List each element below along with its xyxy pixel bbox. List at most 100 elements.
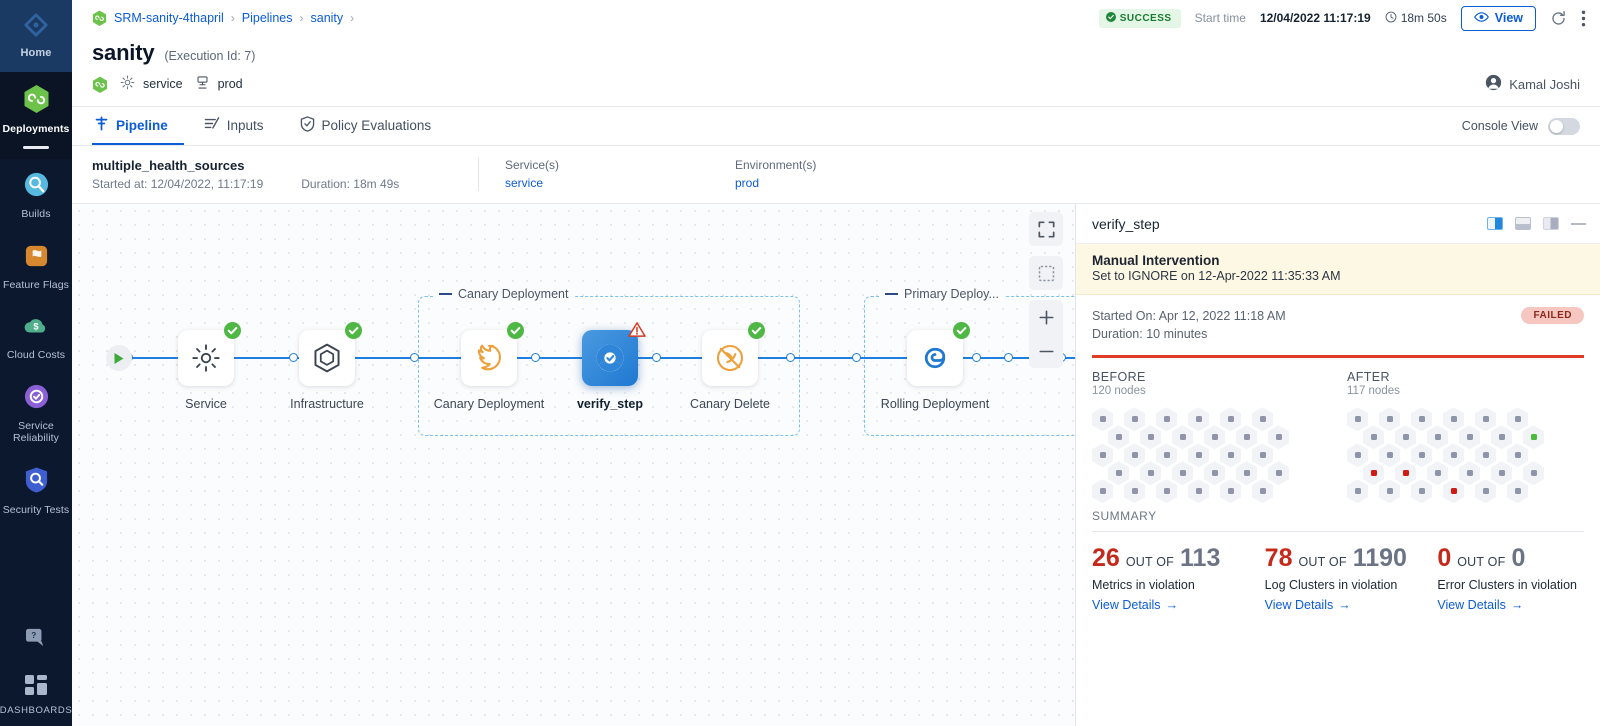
before-node-grid[interactable] <box>1092 407 1329 504</box>
node-hex[interactable] <box>1379 443 1400 468</box>
services-value[interactable]: service <box>505 176 544 190</box>
node-hex[interactable] <box>1347 479 1368 504</box>
node-hex[interactable] <box>1379 407 1400 432</box>
node-hex[interactable] <box>1411 479 1432 504</box>
view-details-link[interactable]: View Details→ <box>1265 598 1351 612</box>
node-hex[interactable] <box>1443 479 1464 504</box>
node-hex[interactable] <box>1268 425 1289 450</box>
node-hex[interactable] <box>1188 479 1209 504</box>
node-hex[interactable] <box>1411 407 1432 432</box>
breadcrumb-item-project[interactable]: SRM-sanity-4thapril <box>114 11 224 25</box>
node-hex[interactable] <box>1204 425 1225 450</box>
fullscreen-icon[interactable] <box>1029 212 1063 246</box>
sidebar-item-builds[interactable]: Builds <box>0 159 72 230</box>
breadcrumb-item-pipelines[interactable]: Pipelines <box>241 11 293 25</box>
node-hex[interactable] <box>1491 425 1512 450</box>
node-hex[interactable] <box>1459 425 1480 450</box>
help-chat-button[interactable]: ? <box>0 616 72 663</box>
zoom-out-icon[interactable] <box>1029 334 1063 368</box>
node-hex[interactable] <box>1475 407 1496 432</box>
pipeline-node-infrastructure[interactable] <box>299 330 355 386</box>
sidebar-item-feature-flags[interactable]: Feature Flags <box>0 230 72 301</box>
node-hex[interactable] <box>1124 479 1145 504</box>
node-hex[interactable] <box>1156 479 1177 504</box>
node-hex[interactable] <box>1252 407 1273 432</box>
more-vertical-icon[interactable] <box>1581 10 1586 27</box>
node-hex[interactable] <box>1172 425 1193 450</box>
node-hex[interactable] <box>1092 479 1113 504</box>
node-hex[interactable] <box>1523 461 1544 486</box>
node-hex[interactable] <box>1220 443 1241 468</box>
pipeline-node-verify-step[interactable] <box>582 330 638 386</box>
node-hex[interactable] <box>1475 479 1496 504</box>
environments-value[interactable]: prod <box>735 176 760 190</box>
node-hex[interactable] <box>1507 479 1528 504</box>
node-hex[interactable] <box>1411 443 1432 468</box>
sidebar-item-security-tests[interactable]: Security Tests <box>0 454 72 526</box>
node-hex[interactable] <box>1124 443 1145 468</box>
node-hex[interactable] <box>1236 425 1257 450</box>
breadcrumb-item-sanity[interactable]: sanity <box>310 11 344 25</box>
sidebar-item-service-reliability[interactable]: Service Reliability <box>0 371 72 454</box>
pipeline-node-canary-deployment[interactable] <box>461 330 517 386</box>
user-display[interactable]: Kamal Joshi <box>1485 74 1580 94</box>
view-button[interactable]: View <box>1460 5 1536 31</box>
node-hex[interactable] <box>1268 461 1289 486</box>
tab-policy-evaluations[interactable]: Policy Evaluations <box>298 107 448 145</box>
node-hex[interactable] <box>1363 461 1384 486</box>
minimize-icon[interactable]: — <box>1571 215 1586 232</box>
node-hex[interactable] <box>1252 443 1273 468</box>
node-hex[interactable] <box>1507 443 1528 468</box>
tab-pipeline[interactable]: Pipeline <box>92 107 184 145</box>
node-hex[interactable] <box>1188 443 1209 468</box>
node-hex[interactable] <box>1124 407 1145 432</box>
sidebar-item-home[interactable]: Home <box>0 0 72 72</box>
node-hex[interactable] <box>1459 461 1480 486</box>
console-view-switch[interactable] <box>1548 117 1580 135</box>
node-hex[interactable] <box>1379 479 1400 504</box>
node-hex[interactable] <box>1427 461 1448 486</box>
panel-right-icon[interactable] <box>1487 217 1503 230</box>
node-hex[interactable] <box>1140 425 1161 450</box>
node-hex[interactable] <box>1363 425 1384 450</box>
sidebar-item-dashboards[interactable]: DASHBOARDS <box>0 663 72 726</box>
node-hex[interactable] <box>1172 461 1193 486</box>
node-hex[interactable] <box>1092 443 1113 468</box>
panel-left-icon[interactable] <box>1543 217 1559 230</box>
pipeline-start-node[interactable] <box>106 345 132 371</box>
node-hex[interactable] <box>1108 461 1129 486</box>
node-hex[interactable] <box>1236 461 1257 486</box>
node-hex[interactable] <box>1156 443 1177 468</box>
node-hex[interactable] <box>1523 425 1544 450</box>
sidebar-item-deployments[interactable]: Deployments <box>0 72 72 160</box>
pipeline-node-service[interactable] <box>178 330 234 386</box>
node-hex[interactable] <box>1443 443 1464 468</box>
view-details-link[interactable]: View Details→ <box>1437 598 1523 612</box>
node-hex[interactable] <box>1188 407 1209 432</box>
after-node-grid[interactable] <box>1347 407 1584 504</box>
node-hex[interactable] <box>1395 425 1416 450</box>
node-hex[interactable] <box>1156 407 1177 432</box>
node-hex[interactable] <box>1347 407 1368 432</box>
zoom-in-icon[interactable] <box>1029 300 1063 334</box>
node-hex[interactable] <box>1140 461 1161 486</box>
node-hex[interactable] <box>1491 461 1512 486</box>
refresh-icon[interactable] <box>1550 10 1567 27</box>
pipeline-node-rolling-deployment[interactable] <box>907 330 963 386</box>
node-hex[interactable] <box>1443 407 1464 432</box>
sidebar-item-cloud-costs[interactable]: $ Cloud Costs <box>0 301 72 371</box>
node-hex[interactable] <box>1507 407 1528 432</box>
panel-bottom-icon[interactable] <box>1515 217 1531 230</box>
group-collapse-icon[interactable] <box>439 293 452 295</box>
group-collapse-icon[interactable] <box>885 293 898 295</box>
node-hex[interactable] <box>1220 479 1241 504</box>
node-hex[interactable] <box>1220 407 1241 432</box>
node-hex[interactable] <box>1475 443 1496 468</box>
node-hex[interactable] <box>1092 407 1113 432</box>
fit-to-screen-icon[interactable] <box>1029 256 1063 290</box>
tab-inputs[interactable]: Inputs <box>202 107 280 145</box>
pipeline-canvas[interactable]: Canary Deployment Primary Deploy... <box>72 204 1075 726</box>
node-hex[interactable] <box>1347 443 1368 468</box>
node-hex[interactable] <box>1108 425 1129 450</box>
view-details-link[interactable]: View Details→ <box>1092 598 1178 612</box>
